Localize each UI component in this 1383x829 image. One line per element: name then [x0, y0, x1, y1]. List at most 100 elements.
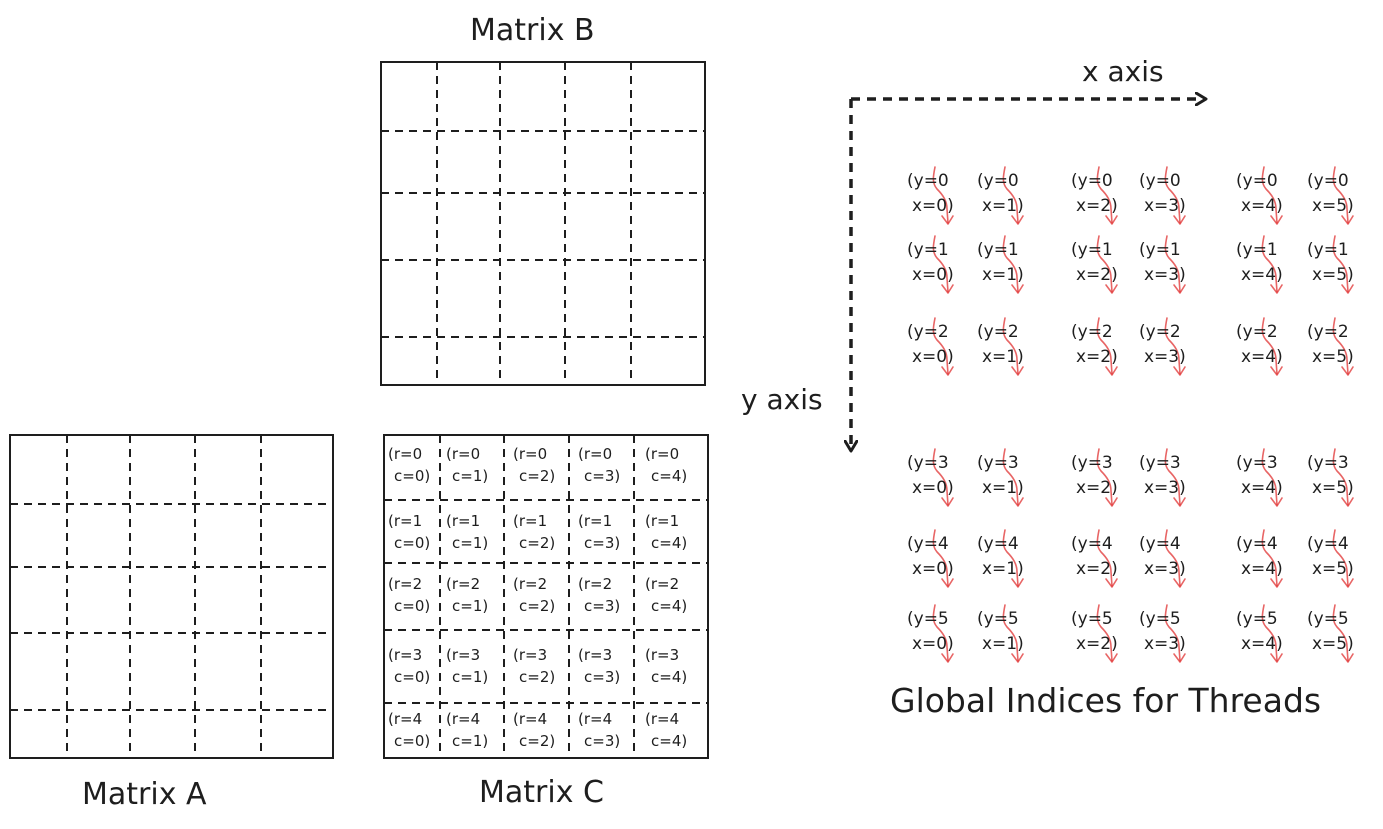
thread-y-index: (y=0 — [1139, 171, 1181, 191]
thread-arrow-icon — [932, 235, 954, 294]
thread-x-index: x=2) — [1076, 347, 1118, 367]
thread-x-index: x=1) — [982, 196, 1024, 216]
matrix-c-cell-row-index: (r=1 — [645, 512, 680, 530]
thread-x-index: x=1) — [982, 347, 1024, 367]
matrix-c-cell-col-index: c=0) — [394, 732, 431, 750]
matrix-c-cell-row-index: (r=4 — [513, 710, 548, 728]
thread-arrow-icon — [1164, 317, 1186, 376]
thread-y-index: (y=0 — [907, 171, 949, 191]
thread-y-index: (y=0 — [1236, 171, 1278, 191]
thread-y-index: (y=5 — [1307, 609, 1349, 629]
thread-y-index: (y=1 — [1307, 240, 1349, 260]
matrix-c-cell-col-index: c=2) — [519, 467, 556, 485]
matrix-c-cell-row-index: (r=4 — [446, 710, 481, 728]
thread-y-index: (y=1 — [1139, 240, 1181, 260]
matrix-c-grid — [383, 434, 709, 759]
thread-arrow-icon — [1261, 529, 1283, 588]
thread-x-index: x=4) — [1241, 559, 1283, 579]
thread-x-index: x=4) — [1241, 265, 1283, 285]
thread-y-index: (y=3 — [907, 453, 949, 473]
thread-arrow-icon — [932, 317, 954, 376]
thread-y-index: (y=2 — [1071, 322, 1113, 342]
matrix-c-cell-row-index: (r=2 — [578, 575, 613, 593]
matrix-c-cell-col-index: c=1) — [452, 467, 489, 485]
matrix-c-cell-col-index: c=4) — [651, 467, 688, 485]
thread-arrow-icon — [1164, 604, 1186, 663]
matrix-c-cell-col-index: c=1) — [452, 668, 489, 686]
matrix-c-cell-col-index: c=4) — [651, 597, 688, 615]
thread-y-index: (y=0 — [977, 171, 1019, 191]
matrix-a-frame — [9, 434, 334, 759]
thread-y-index: (y=4 — [1307, 534, 1349, 554]
matrix-c-cell-col-index: c=3) — [584, 467, 621, 485]
thread-y-index: (y=4 — [977, 534, 1019, 554]
matrix-c-cell-col-index: c=3) — [584, 732, 621, 750]
matrix-c-cell-label: (r=4 c=3) — [578, 708, 620, 752]
thread-arrow-icon — [1002, 448, 1024, 507]
thread-arrow-icon — [1164, 166, 1186, 225]
thread-x-index: x=2) — [1076, 634, 1118, 654]
matrix-c-cell-row-index: (r=4 — [645, 710, 680, 728]
matrix-c-cell-label: (r=4 c=1) — [446, 708, 488, 752]
thread-y-index: (y=4 — [1071, 534, 1113, 554]
matrix-c-cell-label: (r=2 c=3) — [578, 573, 620, 617]
thread-arrow-icon — [1002, 529, 1024, 588]
matrix-c-frame — [383, 434, 709, 759]
thread-arrow-icon — [1332, 166, 1354, 225]
matrix-c-cell-row-index: (r=4 — [578, 710, 613, 728]
thread-x-index: x=2) — [1076, 265, 1118, 285]
matrix-c-cell-col-index: c=0) — [394, 534, 431, 552]
x-axis-label: x axis — [1082, 55, 1164, 88]
thread-y-index: (y=1 — [1071, 240, 1113, 260]
thread-arrow-icon — [1096, 448, 1118, 507]
thread-index: (y=0 x=1) — [977, 165, 1039, 225]
thread-y-index: (y=3 — [977, 453, 1019, 473]
thread-y-index: (y=5 — [1236, 609, 1278, 629]
thread-x-index: x=3) — [1144, 347, 1186, 367]
thread-x-index: x=2) — [1076, 478, 1118, 498]
thread-arrow-icon — [932, 604, 954, 663]
matrix-c-cell-row-index: (r=3 — [513, 646, 548, 664]
matrix-b-title: Matrix B — [470, 13, 595, 48]
matrix-c-cell-col-index: c=3) — [584, 597, 621, 615]
matrix-c-cell-col-index: c=1) — [452, 732, 489, 750]
thread-x-index: x=0) — [912, 634, 954, 654]
matrix-c-cell-col-index: c=0) — [394, 597, 431, 615]
thread-x-index: x=5) — [1312, 265, 1354, 285]
thread-x-index: x=5) — [1312, 196, 1354, 216]
y-axis-label: y axis — [741, 383, 823, 416]
matrix-c-cell-col-index: c=1) — [452, 597, 489, 615]
thread-arrow-icon — [1332, 604, 1354, 663]
thread-y-index: (y=3 — [1236, 453, 1278, 473]
thread-x-index: x=5) — [1312, 478, 1354, 498]
thread-x-index: x=1) — [982, 478, 1024, 498]
thread-y-index: (y=2 — [1307, 322, 1349, 342]
thread-y-index: (y=0 — [1071, 171, 1113, 191]
matrix-c-cell-row-index: (r=3 — [446, 646, 481, 664]
thread-arrow-icon — [1261, 235, 1283, 294]
